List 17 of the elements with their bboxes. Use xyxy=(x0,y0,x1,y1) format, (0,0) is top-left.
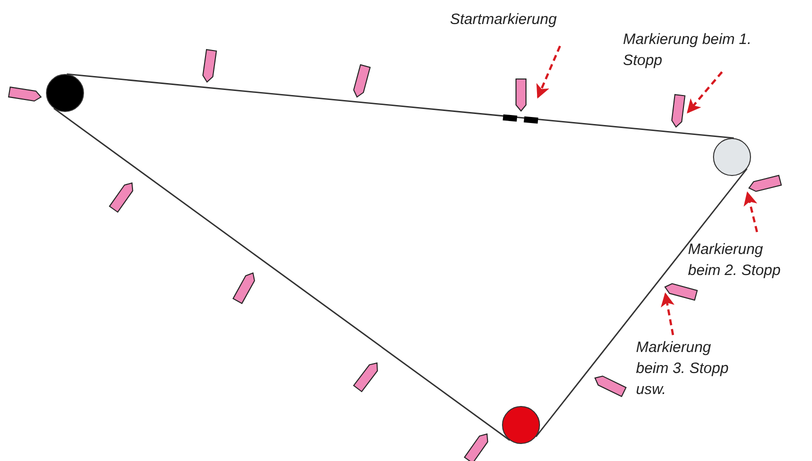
marker-pen-icon xyxy=(671,94,686,128)
belt-line xyxy=(66,73,734,139)
leader-arrow xyxy=(686,71,723,114)
leader-arrow xyxy=(660,292,675,336)
marker-pen-icon xyxy=(664,283,698,301)
marker-pen-icon xyxy=(516,78,526,112)
pulley xyxy=(502,406,540,444)
callout-text: Startmarkierung xyxy=(450,9,590,30)
marker-pen-icon xyxy=(748,174,782,192)
pulley xyxy=(713,138,751,176)
leader-arrow xyxy=(536,46,561,99)
callout-text: Markierung beim 3. Stopp usw. xyxy=(636,337,746,400)
belt-line xyxy=(53,108,510,441)
leader-arrow xyxy=(744,191,758,232)
callout-text: Markierung beim 1. Stopp xyxy=(623,29,758,71)
pulley xyxy=(46,74,84,112)
callout-text: Markierung beim 2. Stopp xyxy=(688,239,798,281)
